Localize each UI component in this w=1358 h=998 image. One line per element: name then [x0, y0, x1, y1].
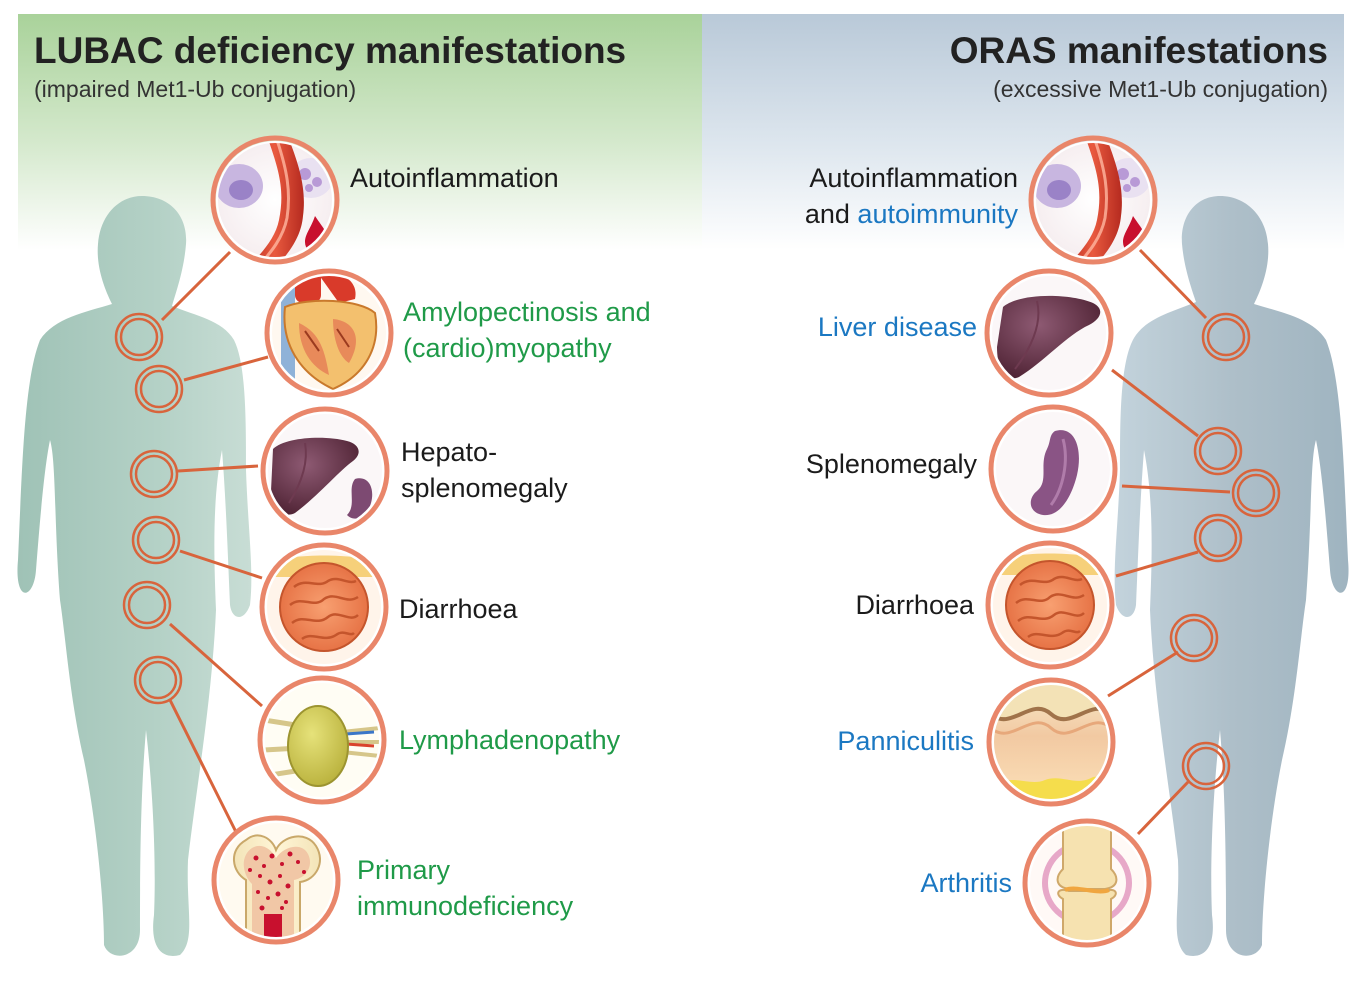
label-line: immunodeficiency [357, 891, 574, 921]
label-line: Primary [357, 855, 450, 885]
label-line: Autoinflammation [809, 163, 1018, 193]
left-panel-subtitle: (impaired Met1-Ub conjugation) [34, 76, 357, 102]
label-diarrhoea: Diarrhoea [399, 591, 518, 627]
joint-icon [1022, 813, 1152, 953]
right-body-silhouette [1114, 196, 1349, 956]
left-connectors [160, 250, 269, 833]
liver-spleen-icon [260, 406, 390, 536]
label-amylopectinosis: Amylopectinosis and (cardio)myopathy [403, 294, 651, 366]
right-body-markers [1169, 312, 1281, 791]
label-line: splenomegaly [401, 473, 568, 503]
label-line: Diarrhoea [855, 590, 974, 620]
label-liver-disease: Liver disease [818, 309, 977, 345]
right-panel-subtitle: (excessive Met1-Ub conjugation) [993, 76, 1328, 102]
label-line: Diarrhoea [399, 594, 518, 624]
lymph-node-icon [257, 675, 387, 805]
label-line: Hepato- [401, 437, 498, 467]
left-panel-title: LUBAC deficiency manifestations [34, 30, 627, 71]
blood-vessel-cells-icon [210, 134, 340, 274]
left-body-markers [114, 312, 184, 705]
label-line: Lymphadenopathy [399, 725, 621, 755]
heart-icon [264, 263, 394, 398]
label-arthritis: Arthritis [920, 865, 1012, 901]
label-lymphadenopathy: Lymphadenopathy [399, 722, 620, 758]
label-hepatosplenomegaly: Hepato- splenomegaly [401, 434, 568, 506]
label-line: Liver disease [817, 312, 977, 342]
right-connectors [1107, 248, 1231, 836]
label-line: (cardio)myopathy [403, 333, 612, 363]
liver-icon [984, 268, 1114, 398]
label-autoinflammation: Autoinflammation [350, 160, 559, 196]
intestine-icon [259, 542, 389, 672]
left-body-silhouette [17, 196, 252, 956]
label-highlight: autoimmunity [857, 199, 1018, 229]
right-panel-title: ORAS manifestations [949, 30, 1328, 71]
label-line: and autoimmunity [805, 196, 1018, 232]
spleen-icon [988, 404, 1118, 534]
bone-marrow-icon [211, 815, 341, 954]
intestine-icon [985, 540, 1115, 670]
label-line: Arthritis [920, 868, 1012, 898]
label-splenomegaly: Splenomegaly [806, 446, 977, 482]
blood-vessel-cells-icon [1028, 134, 1158, 274]
label-line: Splenomegaly [805, 449, 977, 479]
label-line: Panniculitis [837, 726, 974, 756]
label-panniculitis: Panniculitis [837, 723, 974, 759]
label-prefix: and [804, 199, 858, 229]
label-line: Amylopectinosis and [403, 297, 651, 327]
label-diarrhoea: Diarrhoea [855, 587, 974, 623]
label-autoinflammation-autoimmunity: Autoinflammation and autoimmunity [805, 160, 1018, 232]
label-line: Autoinflammation [350, 163, 559, 193]
label-primary-immunodeficiency: Primary immunodeficiency [357, 852, 573, 924]
fat-tissue-icon [986, 677, 1116, 807]
